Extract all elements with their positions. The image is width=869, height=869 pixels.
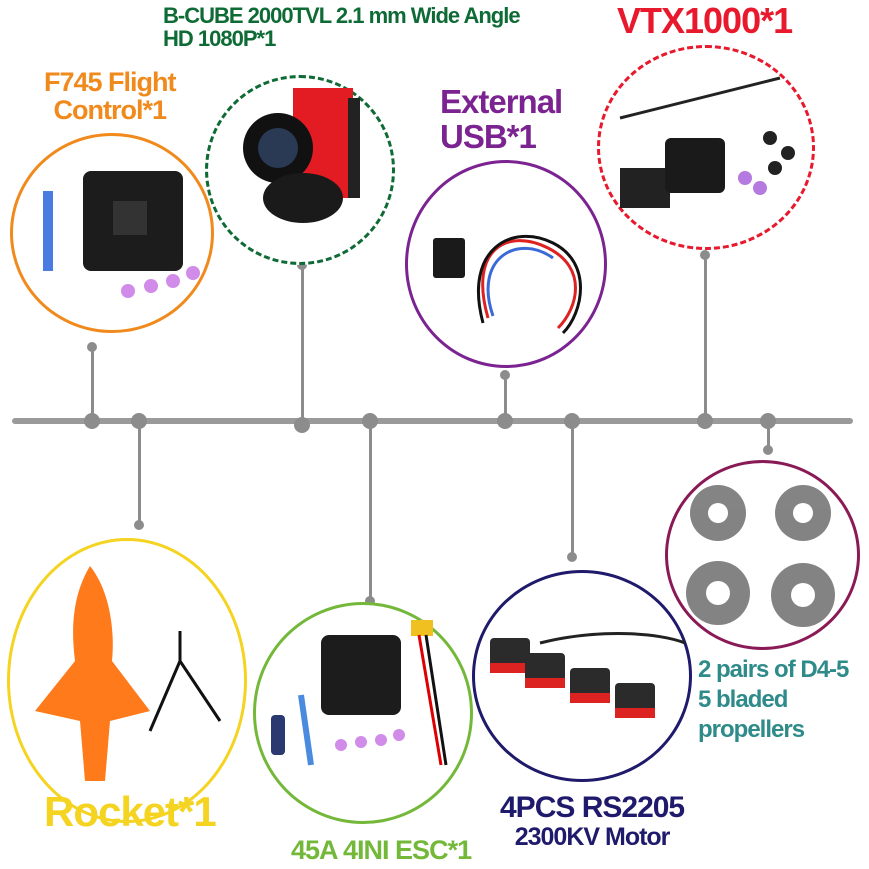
timeline-node	[84, 413, 100, 429]
connector-motors	[571, 421, 574, 557]
label-propellers: 2 pairs of D4-5 5 bladed propellers	[698, 655, 849, 745]
label-line: 2300KV Motor	[514, 822, 671, 851]
connector-end-dot	[297, 260, 307, 270]
motors-circle	[472, 570, 692, 782]
timeline-bar	[12, 418, 853, 424]
label-line: 4PCS RS2205	[500, 791, 685, 824]
connector-usb	[504, 375, 507, 421]
camera-image	[243, 88, 360, 223]
connector-camera	[301, 265, 304, 425]
label-esc: 45A 4INI ESC*1	[291, 835, 472, 865]
label-line: 2 pairs of D4-5	[698, 656, 849, 683]
timeline-node	[497, 413, 513, 429]
label-line: propellers	[698, 716, 805, 743]
label-rocket: Rocket*1	[44, 788, 217, 835]
connector-end-dot	[134, 520, 144, 530]
timeline-node	[697, 413, 713, 429]
label-line: F745 Flight	[44, 67, 177, 97]
label-line: Control*1	[53, 95, 167, 126]
connector-esc	[369, 421, 372, 601]
connector-rocket	[138, 421, 141, 525]
label-line: Rocket*1	[44, 788, 217, 835]
label-line: USB*1	[440, 117, 537, 155]
flight-controller-image	[43, 171, 200, 298]
flight-controller-circle	[10, 133, 214, 333]
connector-end-dot	[567, 552, 577, 562]
timeline-node	[362, 413, 378, 429]
label-line: B-CUBE 2000TVL 2.1 mm Wide Angle	[163, 3, 521, 28]
connector-end-dot	[763, 445, 773, 455]
label-line: 45A 4INI ESC*1	[291, 835, 472, 865]
label-flight-controller: F745 Flight Control*1	[44, 67, 177, 126]
connector-end-dot	[365, 596, 375, 606]
usb-board-image	[433, 234, 582, 335]
usb-circle	[405, 160, 607, 368]
propellers-image	[686, 485, 835, 627]
label-line: HD 1080P*1	[163, 26, 276, 52]
rocket-circle	[7, 538, 247, 823]
esc-image	[271, 620, 448, 766]
motors-image	[490, 632, 686, 718]
connector-vtx	[704, 255, 707, 421]
label-line: 5 bladed	[698, 686, 788, 713]
label-motors: 4PCS RS2205 2300KV Motor	[500, 791, 685, 851]
timeline-node	[131, 413, 147, 429]
timeline-node	[760, 413, 776, 429]
label-vtx: VTX1000*1	[617, 0, 793, 41]
label-line: External	[440, 83, 563, 120]
propellers-circle	[665, 460, 860, 650]
connector-flight-controller	[91, 347, 94, 421]
label-line: VTX1000*1	[617, 0, 793, 41]
vtx-circle	[597, 45, 815, 250]
camera-circle	[205, 75, 395, 265]
label-usb: External USB*1	[440, 83, 563, 155]
vtx-image	[619, 76, 795, 208]
connector-end-dot	[87, 342, 97, 352]
timeline-node	[564, 413, 580, 429]
timeline-node	[294, 417, 310, 433]
label-camera: B-CUBE 2000TVL 2.1 mm Wide Angle HD 1080…	[163, 3, 521, 52]
rocket-frame-image	[35, 566, 222, 781]
connector-propellers	[767, 421, 770, 450]
connector-end-dot	[700, 250, 710, 260]
esc-circle	[253, 602, 473, 824]
connector-end-dot	[500, 370, 510, 380]
